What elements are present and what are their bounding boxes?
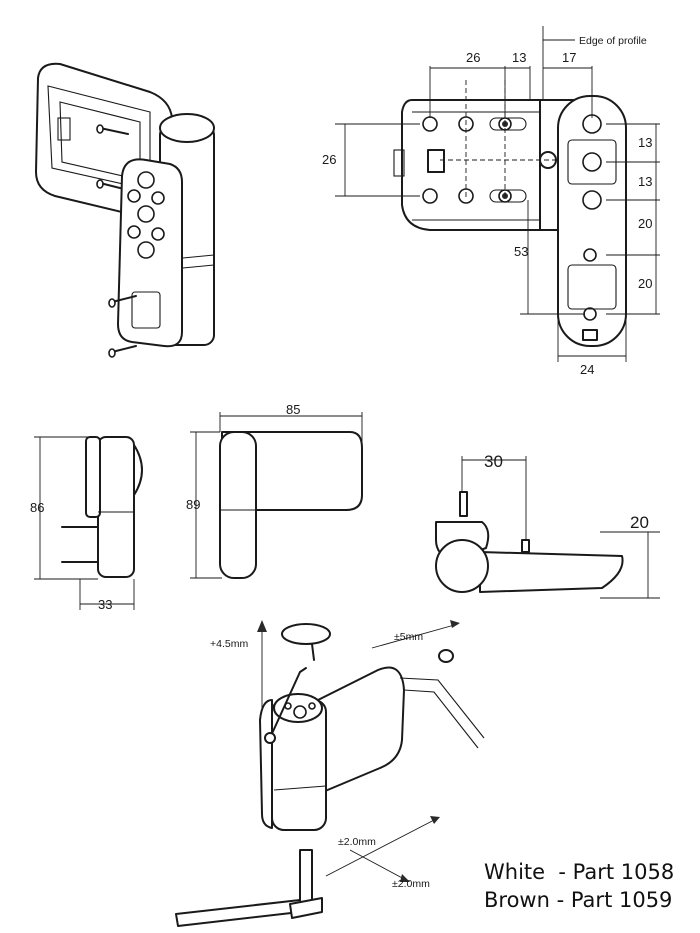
part-white-label: White - Part 1058 xyxy=(484,860,675,884)
label-adjust-compression-a: ±2.0mm xyxy=(338,836,376,848)
dim-33: 33 xyxy=(98,597,112,612)
label-adjust-compression-b: ±2.0mm xyxy=(392,878,430,890)
adjustment-view: +4.5mm ±5mm ±2.0mm ±2.0mm xyxy=(175,620,485,927)
dim-85: 85 xyxy=(286,402,300,417)
part-brown-label: Brown - Part 1059 xyxy=(484,888,673,912)
dim-13-top: 13 xyxy=(512,50,526,65)
dim-13-right-b: 13 xyxy=(638,174,652,189)
dim-20-right-b: 20 xyxy=(638,276,652,291)
label-adjust-vertical: +4.5mm xyxy=(210,638,248,650)
label-adjust-lateral: ±5mm xyxy=(394,631,423,643)
dim-26-top: 26 xyxy=(466,50,480,65)
dim-86: 86 xyxy=(30,500,44,515)
top-view: 30 20 xyxy=(435,452,660,599)
dim-30: 30 xyxy=(484,452,503,471)
isometric-hinge-view xyxy=(35,62,215,358)
dim-53: 53 xyxy=(514,244,528,259)
side-view: 86 33 xyxy=(30,436,143,612)
dim-20-top-view: 20 xyxy=(630,513,649,532)
dim-24: 24 xyxy=(580,362,594,377)
front-view: 85 89 xyxy=(186,402,363,579)
dim-26-left: 26 xyxy=(322,152,336,167)
dim-20-right-a: 20 xyxy=(638,216,652,231)
plan-view: Edge of profile 26 13 17 26 13 13 20 20 … xyxy=(322,26,660,377)
dim-edge-of-profile: Edge of profile xyxy=(579,35,647,47)
dim-89: 89 xyxy=(186,497,200,512)
dim-13-right-a: 13 xyxy=(638,135,652,150)
dim-17-top: 17 xyxy=(562,50,576,65)
